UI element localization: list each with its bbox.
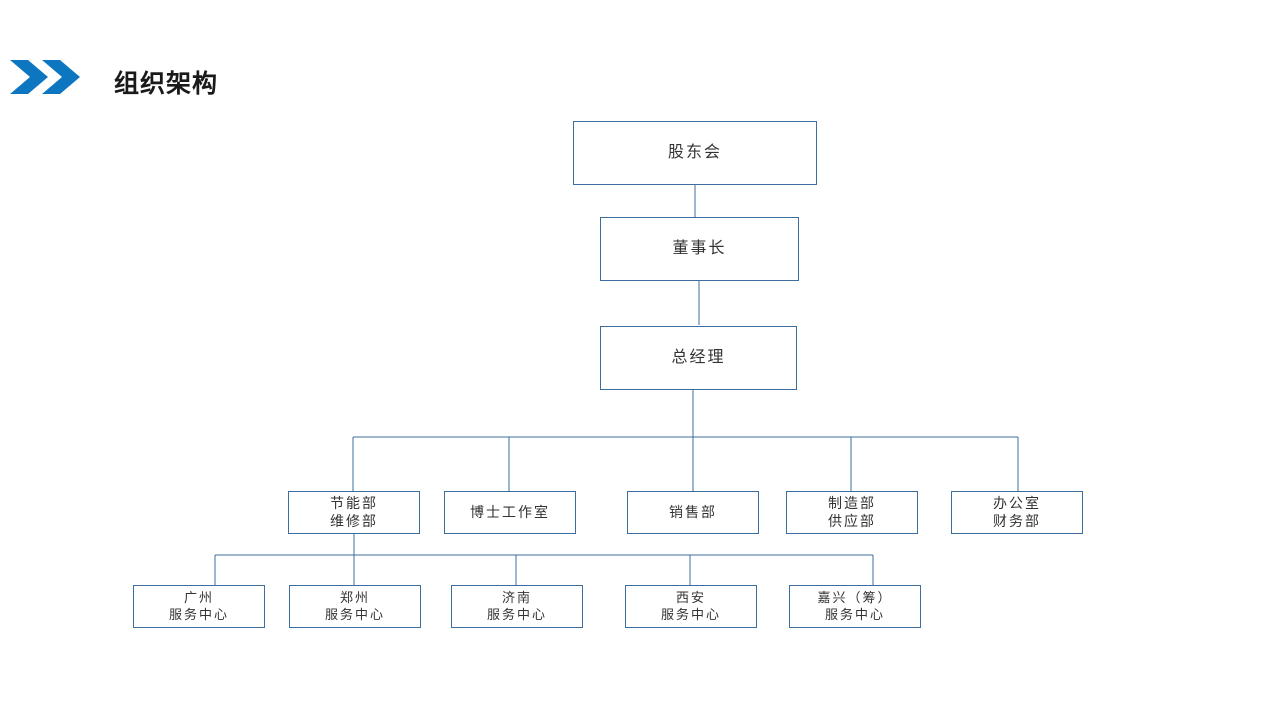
- node-label: 博士工作室: [470, 503, 550, 520]
- node-dept-energy[interactable]: 节能部 维修部: [288, 491, 420, 534]
- node-label: 董事长: [672, 239, 727, 257]
- page-title: 组织架构: [114, 70, 219, 98]
- node-label-line1: 西安: [675, 589, 706, 605]
- node-label-line2: 服务中心: [168, 606, 229, 622]
- node-label-line1: 制造部: [828, 494, 876, 511]
- slide-header: 组织架构: [0, 0, 1280, 120]
- node-dept-doctor-studio[interactable]: 博士工作室: [444, 491, 576, 534]
- node-svc-xian[interactable]: 西安 服务中心: [625, 585, 757, 628]
- node-label-line1: 济南: [501, 589, 532, 605]
- node-general-manager[interactable]: 总经理: [600, 326, 797, 390]
- node-label: 总经理: [671, 348, 726, 366]
- node-svc-guangzhou[interactable]: 广州 服务中心: [133, 585, 265, 628]
- node-label-line2: 服务中心: [324, 606, 385, 622]
- node-label-line2: 维修部: [330, 512, 378, 529]
- node-svc-jinan[interactable]: 济南 服务中心: [451, 585, 583, 628]
- node-label: 股东会: [667, 143, 722, 161]
- node-label-line2: 财务部: [993, 512, 1041, 529]
- node-svc-zhengzhou[interactable]: 郑州 服务中心: [289, 585, 421, 628]
- node-label: 销售部: [669, 503, 717, 520]
- node-label-line1: 办公室: [993, 494, 1041, 511]
- node-label-line2: 供应部: [828, 512, 876, 529]
- node-label-line1: 节能部: [330, 494, 378, 511]
- node-dept-office[interactable]: 办公室 财务部: [951, 491, 1083, 534]
- node-shareholders[interactable]: 股东会: [573, 121, 817, 185]
- node-label-line1: 嘉兴（筹）: [817, 589, 893, 605]
- node-label-line1: 郑州: [339, 589, 370, 605]
- node-dept-sales[interactable]: 销售部: [627, 491, 759, 534]
- node-svc-jiaxing[interactable]: 嘉兴（筹） 服务中心: [789, 585, 921, 628]
- node-chairman[interactable]: 董事长: [600, 217, 799, 281]
- node-label-line1: 广州: [183, 589, 214, 605]
- node-label-line2: 服务中心: [660, 606, 721, 622]
- node-label-line2: 服务中心: [824, 606, 885, 622]
- double-chevron-right-icon: [10, 58, 86, 96]
- node-dept-manufacturing[interactable]: 制造部 供应部: [786, 491, 918, 534]
- node-label-line2: 服务中心: [486, 606, 547, 622]
